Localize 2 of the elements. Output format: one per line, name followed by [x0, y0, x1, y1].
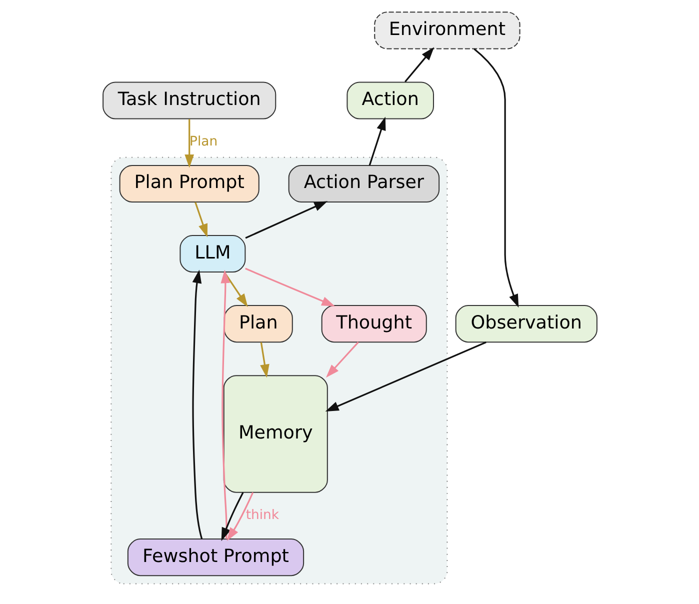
edge-label: Plan — [189, 134, 218, 150]
edge-label: think — [245, 508, 279, 524]
